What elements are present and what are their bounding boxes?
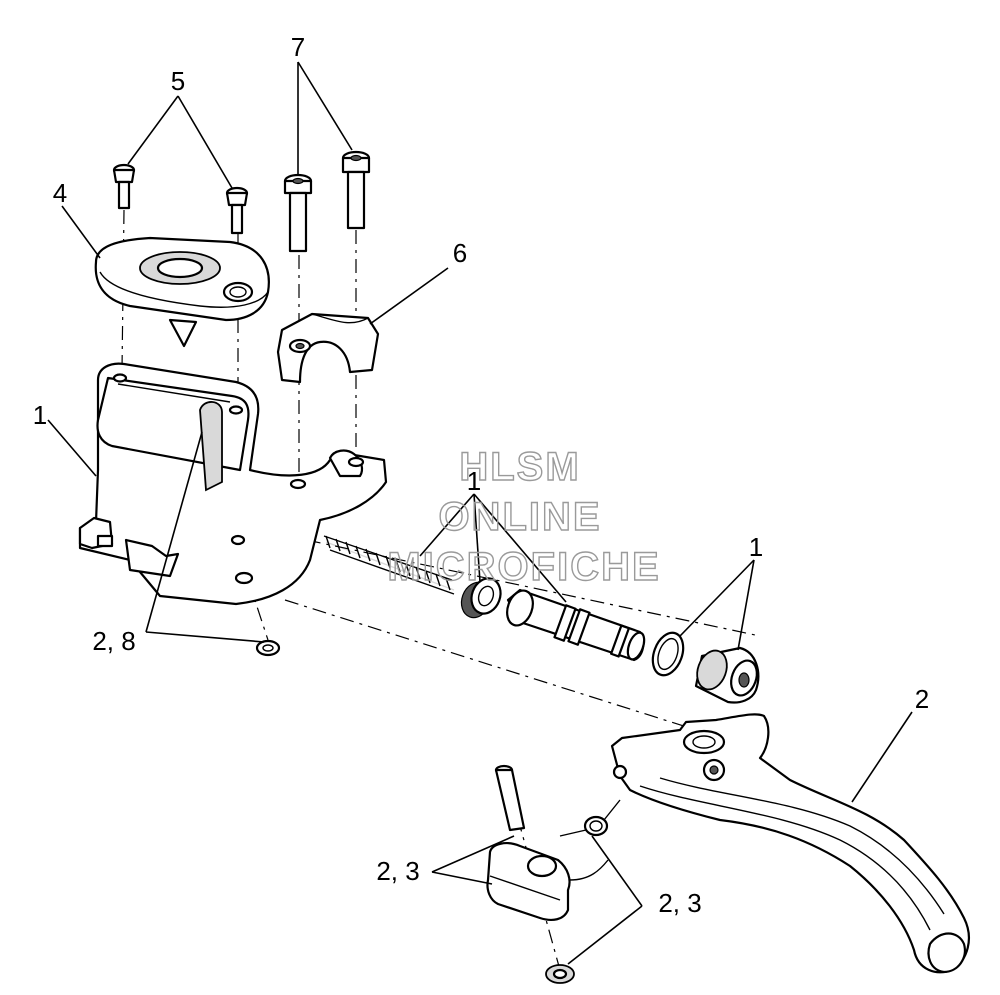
dust-boot	[694, 646, 760, 704]
callout-1-body: 1	[33, 400, 47, 430]
watermark-line-1: HLSM	[459, 445, 580, 489]
watermark: HLSM ONLINE MICROFICHE	[387, 444, 660, 589]
callout-2-3-right: 2, 3	[658, 888, 701, 918]
pivot-pin	[494, 764, 526, 832]
callout-1-internal: 1	[467, 466, 481, 496]
callout-2-3-left: 2, 3	[376, 856, 419, 886]
switch-block	[486, 842, 609, 921]
cover-screw-right	[225, 186, 249, 235]
o-ring-washer	[651, 631, 685, 677]
callout-5: 5	[171, 66, 185, 96]
retaining-clip	[255, 639, 281, 657]
clamp-bolt-left	[283, 173, 313, 253]
watermark-line-2: ONLINE	[438, 495, 601, 539]
clamp-bolt-right	[341, 150, 371, 230]
star-washer	[545, 964, 575, 984]
callout-1-seals: 1	[749, 532, 763, 562]
master-cylinder-body	[78, 362, 388, 606]
cover-screw-left	[112, 163, 136, 210]
leader-lines	[47, 61, 913, 965]
piston-spring	[323, 535, 455, 595]
primary-seal-cup	[460, 577, 502, 619]
callout-6: 6	[453, 238, 467, 268]
callout-labels: 5 7 4 6 1 1 1 2 2, 8 2, 3 2, 3	[33, 32, 929, 918]
handlebar-clamp	[276, 312, 380, 384]
brake-lever	[610, 713, 970, 974]
piston	[506, 588, 646, 662]
reservoir-cover	[94, 236, 270, 348]
callout-7: 7	[291, 32, 305, 62]
lever-return-spring	[559, 799, 621, 837]
callout-2-lever: 2	[915, 684, 929, 714]
watermark-line-3: MICROFICHE	[387, 545, 660, 589]
callout-2-8: 2, 8	[92, 626, 135, 656]
callout-4: 4	[53, 178, 67, 208]
